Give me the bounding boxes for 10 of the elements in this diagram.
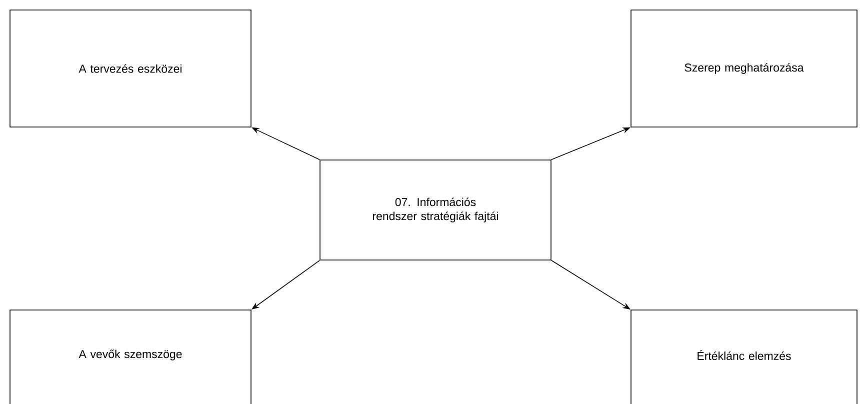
box-label: A tervezés eszközei xyxy=(78,64,182,73)
box xyxy=(630,10,858,128)
box xyxy=(10,10,252,128)
box-label: Szerep meghatározása xyxy=(684,63,804,74)
box xyxy=(320,160,552,260)
box-label: 07. Információs rendszer stratégiák fajtái xyxy=(373,198,498,222)
box-label: A vevők szemszöge xyxy=(78,350,182,360)
box xyxy=(10,310,252,404)
box xyxy=(630,310,858,404)
box-label: Értéklánc elemzés xyxy=(698,350,791,360)
